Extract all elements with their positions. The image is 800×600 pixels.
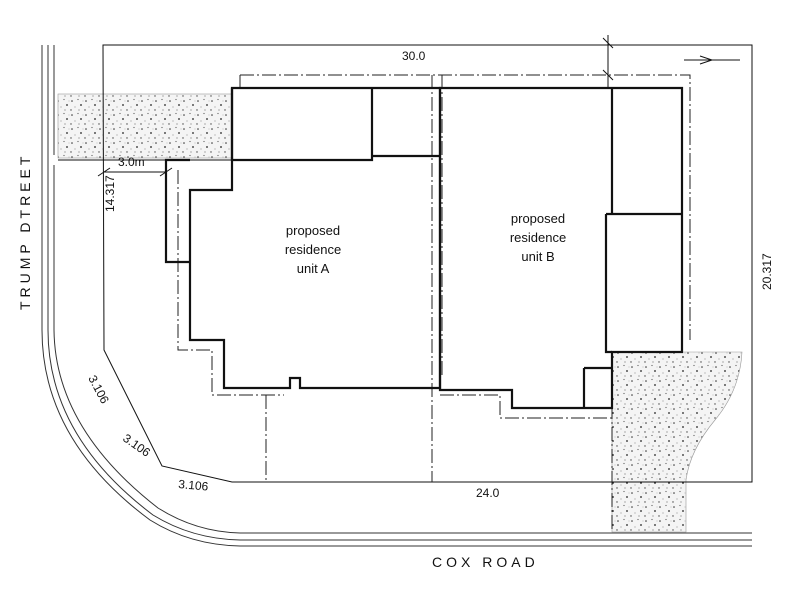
property-boundary: [102, 44, 753, 483]
dim-setback: 3.0m: [118, 155, 145, 169]
dim-top: 30.0: [402, 49, 426, 63]
unit-b-store: [582, 366, 612, 408]
unit-a-porch: [164, 158, 190, 264]
svg-text:proposed: proposed: [286, 223, 340, 238]
dim-bottom: 24.0: [476, 486, 500, 500]
street-name-left: TRUMP DTREET: [17, 153, 33, 310]
dim-corner-2: 3.106: [120, 431, 153, 460]
unit-b-footprint: [438, 86, 684, 410]
unit-a-garage: [230, 88, 374, 162]
north-arrow-icon: [684, 55, 740, 65]
dim-left-side: 14.317: [103, 175, 117, 212]
unit-a-label: proposed residence unit A: [285, 223, 341, 276]
dim-right-side: 20.317: [760, 253, 774, 290]
dim-corner-1: 3.106: [85, 373, 112, 406]
unit-b-garage: [604, 212, 682, 354]
road-edges: [41, 45, 752, 547]
dimension-ticks: [97, 35, 614, 177]
driveway-bottom-right: [611, 351, 743, 533]
svg-text:proposed: proposed: [511, 211, 565, 226]
unit-b-label: proposed residence unit B: [510, 211, 566, 264]
svg-text:unit A: unit A: [297, 261, 330, 276]
setback-lines: [177, 74, 691, 532]
svg-text:unit B: unit B: [521, 249, 554, 264]
svg-text:residence: residence: [510, 230, 566, 245]
dim-corner-3: 3.106: [178, 477, 209, 494]
street-name-bottom: COX ROAD: [432, 554, 539, 570]
svg-text:residence: residence: [285, 242, 341, 257]
paving-areas: [57, 93, 743, 533]
driveway-top-left: [57, 93, 233, 159]
